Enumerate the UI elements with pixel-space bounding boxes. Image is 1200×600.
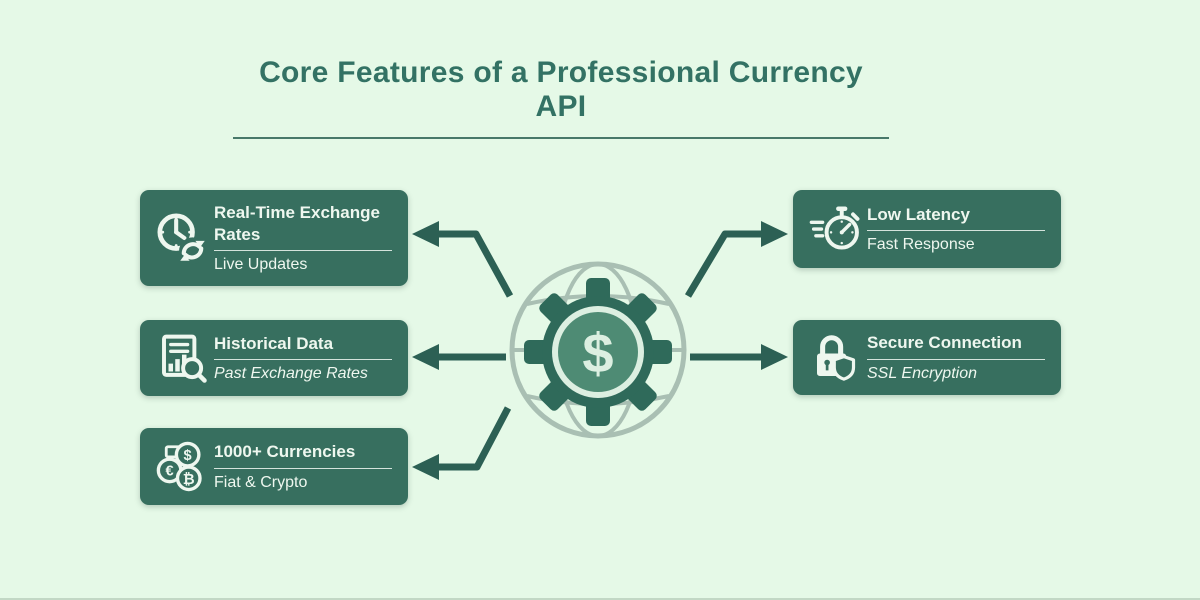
feature-title: Secure Connection [867, 332, 1045, 360]
feature-subtitle: Past Exchange Rates [214, 365, 368, 383]
feature-card-currencies: $ € ₿ 1000+ Currencies Fiat & Crypto [140, 428, 408, 505]
feature-card-historical: Historical Data Past Exchange Rates [140, 320, 408, 396]
clock-refresh-icon [150, 210, 214, 266]
feature-card-latency: Low Latency Fast Response [793, 190, 1061, 268]
stopwatch-icon [803, 202, 867, 256]
feature-subtitle: Live Updates [214, 255, 308, 273]
feature-subtitle: Fast Response [867, 236, 975, 254]
feature-title: 1000+ Currencies [214, 441, 392, 469]
lock-shield-icon [803, 331, 867, 385]
feature-title: Low Latency [867, 204, 1045, 232]
page-title: Core Features of a Professional Currency… [259, 56, 863, 123]
feature-subtitle: SSL Encryption [867, 364, 977, 382]
svg-text:€: € [166, 463, 174, 479]
currency-coins-icon: $ € ₿ [150, 440, 214, 494]
feature-title: Real-Time Exchange Rates [214, 202, 392, 251]
svg-text:₿: ₿ [183, 470, 195, 487]
chart-magnifier-icon [150, 331, 214, 385]
feature-title: Historical Data [214, 333, 392, 361]
feature-card-secure: Secure Connection SSL Encryption [793, 320, 1061, 395]
svg-text:$: $ [184, 447, 192, 463]
bottom-edge-line [0, 598, 1200, 600]
title-block: Core Features of a Professional Currency… [233, 56, 889, 139]
connector-arrows [412, 221, 788, 480]
feature-subtitle: Fiat & Crypto [214, 473, 308, 491]
dollar-symbol: $ [582, 322, 613, 385]
feature-card-realtime: Real-Time Exchange Rates Live Updates [140, 190, 408, 286]
gear-dollar-icon: $ [524, 278, 672, 426]
